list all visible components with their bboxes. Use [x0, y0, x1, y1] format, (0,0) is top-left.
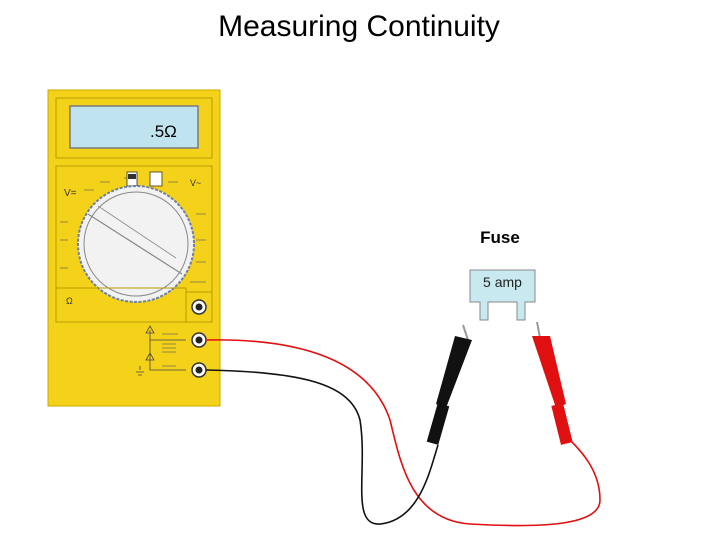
input-jacks — [191, 299, 207, 378]
fuse-label: Fuse — [480, 228, 520, 247]
red-lead-wire — [205, 339, 601, 527]
svg-text:Ω: Ω — [66, 296, 73, 306]
black-lead-wire — [205, 369, 439, 525]
fuse-body — [469, 269, 536, 321]
meter-display — [69, 105, 199, 149]
svg-text:V~: V~ — [190, 178, 201, 188]
meter-reading: .5Ω — [150, 122, 177, 141]
multimeter: .5Ω V= V~ Ω — [47, 89, 221, 407]
page-title: Measuring Continuity — [218, 10, 500, 43]
svg-text:V=: V= — [64, 188, 77, 199]
fuse — [469, 269, 536, 321]
dial-pointer — [87, 213, 183, 275]
black-probe — [426, 324, 472, 445]
fuse-rating: 5 amp — [483, 274, 522, 290]
red-probe — [532, 321, 573, 445]
